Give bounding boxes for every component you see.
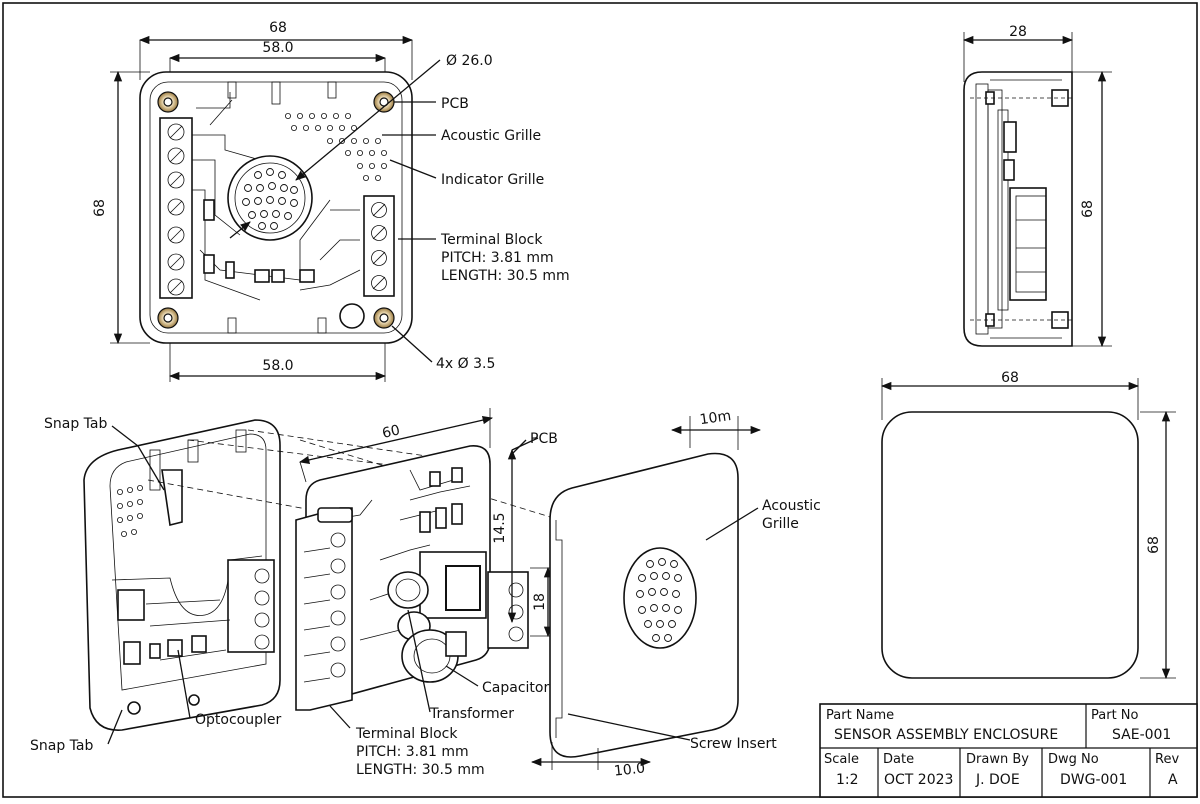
top-dim-width-outer: 68 xyxy=(269,20,287,36)
cover-dim-top: 10m xyxy=(699,408,732,428)
terminal-pitch-callout: PITCH: 3.81 mm xyxy=(441,250,554,266)
top-dim-height: 68 xyxy=(92,199,108,217)
side-dim-depth: 28 xyxy=(1009,24,1027,40)
snap-tab-top-label: Snap Tab xyxy=(44,416,107,432)
terminal-dim-height: 18 xyxy=(532,593,548,611)
terminal-length-label: LENGTH: 30.5 mm xyxy=(356,762,485,778)
indicator-grille-callout: Indicator Grille xyxy=(441,172,544,188)
pcb-dim-height: 14.5 xyxy=(492,512,508,543)
rev-label: Rev xyxy=(1155,752,1179,767)
scale-value: 1:2 xyxy=(836,772,859,788)
acoustic-grille-label-line2: Grille xyxy=(762,516,799,532)
cover-view: 68 68 xyxy=(880,370,1176,680)
dwg-no-value: DWG-001 xyxy=(1060,772,1127,788)
dwg-no-label: Dwg No xyxy=(1048,752,1099,767)
scale-label: Scale xyxy=(824,752,859,767)
top-dim-bottom: 58.0 xyxy=(262,358,293,374)
exploded-view: Snap Tab Snap Tab Optocoupler 60 PCB 14.… xyxy=(30,408,821,780)
terminal-pitch-label: PITCH: 3.81 mm xyxy=(356,744,469,760)
part-no-label: Part No xyxy=(1091,708,1139,723)
date-label: Date xyxy=(883,752,914,767)
drawn-by-value: J. DOE xyxy=(975,772,1020,788)
cover-dim-width: 68 xyxy=(1001,370,1019,386)
date-value: OCT 2023 xyxy=(884,772,953,788)
part-name-label: Part Name xyxy=(826,708,894,723)
drawn-by-label: Drawn By xyxy=(966,752,1029,767)
screw-insert-label: Screw Insert xyxy=(690,736,777,752)
side-dim-height: 68 xyxy=(1080,200,1096,218)
pcb-dim-width: 60 xyxy=(381,422,402,442)
part-no-value: SAE-001 xyxy=(1112,727,1171,743)
rev-value: A xyxy=(1168,772,1178,788)
acoustic-grille-label-line1: Acoustic xyxy=(762,498,821,514)
terminal-block-callout: Terminal Block xyxy=(440,232,543,248)
diameter-callout: Ø 26.0 xyxy=(446,53,493,69)
terminal-length-callout: LENGTH: 30.5 mm xyxy=(441,268,570,284)
pcb-callout: PCB xyxy=(441,96,469,112)
title-block: Part Name SENSOR ASSEMBLY ENCLOSURE Part… xyxy=(819,703,1198,798)
optocoupler-label: Optocoupler xyxy=(195,712,281,728)
capacitor-label: Capacitor xyxy=(482,680,549,696)
pcb-label: PCB xyxy=(530,431,558,447)
terminal-block-label: Terminal Block xyxy=(355,726,458,742)
part-name-value: SENSOR ASSEMBLY ENCLOSURE xyxy=(834,727,1058,743)
snap-tab-bottom-label: Snap Tab xyxy=(30,738,93,754)
cover-dim-height: 68 xyxy=(1146,536,1162,554)
top-dim-width-inner: 58.0 xyxy=(262,40,293,56)
cover-dim-bottom: 10.0 xyxy=(613,760,646,779)
mounting-holes-callout: 4x Ø 3.5 xyxy=(436,356,495,372)
acoustic-grille-callout: Acoustic Grille xyxy=(441,128,541,144)
side-view: 28 68 xyxy=(962,24,1112,348)
top-view: 68 58.0 68 58.0 Ø 26.0 PCB Acoustic Gril… xyxy=(92,20,570,382)
transformer-label: Transformer xyxy=(429,706,514,722)
